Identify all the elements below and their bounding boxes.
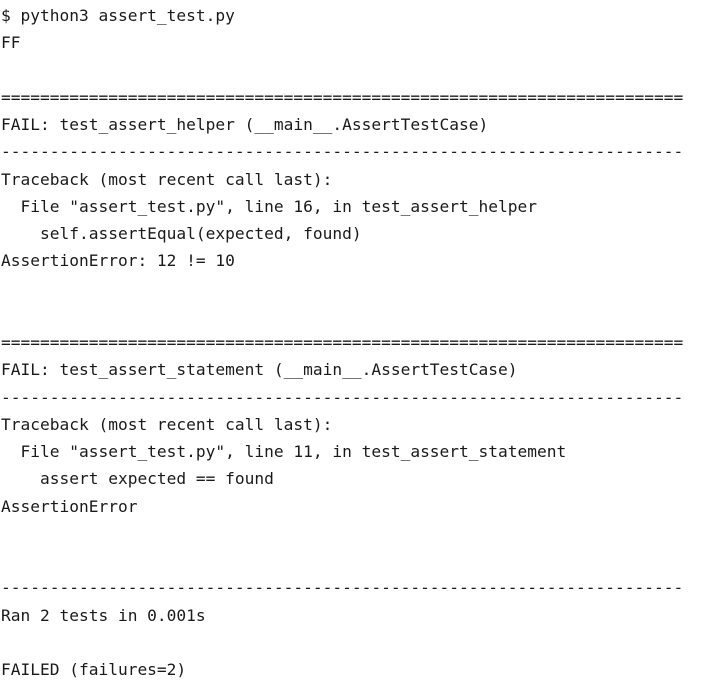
terminal-line-assertion-error-2: AssertionError bbox=[1, 496, 138, 516]
terminal-line-blank-6 bbox=[1, 629, 711, 656]
terminal-line-blank-2 bbox=[1, 275, 711, 302]
terminal-line-blank-3 bbox=[1, 302, 711, 329]
terminal-line-traceback-file-1: File "assert_test.py", line 16, in test_… bbox=[1, 196, 538, 216]
terminal-line-separator-equals-1: ========================================… bbox=[1, 87, 684, 107]
terminal-line-summary-ran: Ran 2 tests in 0.001s bbox=[1, 605, 206, 625]
terminal-line-traceback-code-1: self.assertEqual(expected, found) bbox=[1, 224, 362, 243]
terminal-line-separator-equals-2: ========================================… bbox=[1, 333, 684, 352]
terminal-line-prompt-command: $ python3 assert_test.py bbox=[1, 6, 235, 25]
terminal-line-traceback-code-2: assert expected == found bbox=[1, 469, 274, 489]
terminal-line-progress-dots: FF bbox=[1, 33, 21, 53]
terminal-line-blank-5 bbox=[1, 547, 711, 574]
terminal-line-summary-result: FAILED (failures=2) bbox=[1, 660, 187, 679]
terminal-line-separator-dashes-3: ----------------------------------------… bbox=[1, 578, 684, 598]
terminal-line-separator-dashes-1: ----------------------------------------… bbox=[1, 142, 684, 162]
terminal-line-separator-dashes-2: ----------------------------------------… bbox=[1, 387, 684, 407]
terminal-line-traceback-header-2: Traceback (most recent call last): bbox=[1, 414, 333, 434]
terminal-line-traceback-file-2: File "assert_test.py", line 11, in test_… bbox=[1, 442, 567, 461]
terminal-line-fail-header-2: FAIL: test_assert_statement (__main__.As… bbox=[1, 360, 518, 380]
terminal-line-fail-header-1: FAIL: test_assert_helper (__main__.Asser… bbox=[1, 115, 489, 134]
terminal-line-blank-1 bbox=[1, 57, 711, 84]
terminal-line-traceback-header-1: Traceback (most recent call last): bbox=[1, 169, 333, 189]
terminal-line-assertion-error-1: AssertionError: 12 != 10 bbox=[1, 251, 235, 271]
